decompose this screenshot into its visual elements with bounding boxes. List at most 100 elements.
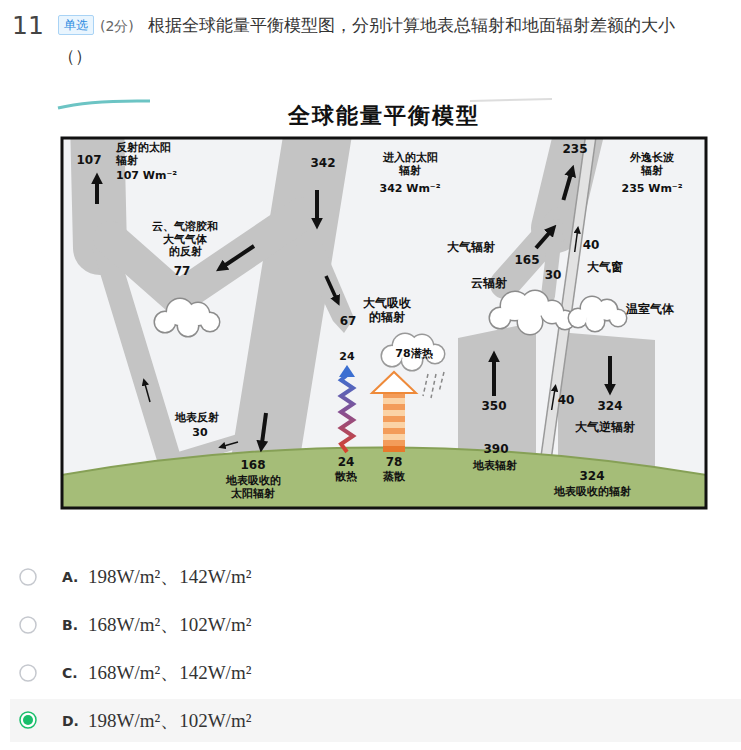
flux-value: 40 — [558, 394, 575, 408]
heat-stripe — [383, 434, 405, 440]
flux-label: 散热 — [335, 471, 357, 484]
flow-arrow — [315, 190, 319, 220]
flux-value: 390 — [483, 443, 508, 457]
flux-value: 30 — [192, 427, 207, 440]
ground — [63, 448, 705, 508]
cloud — [569, 297, 626, 331]
flux-label: 大气吸收 的辐射 — [361, 297, 413, 325]
cloud-band — [548, 226, 556, 296]
option-text: 198W/m²、102W/m² — [88, 708, 251, 734]
flow-arrow — [552, 390, 555, 410]
flux-value: 165 — [514, 254, 539, 268]
question-text: 根据全球能量平衡模型图，分别计算地表总辐射和地面辐射差额的大小 （） — [58, 15, 675, 66]
flux-label: 云辐射 — [471, 277, 507, 291]
option-text: 168W/m²、102W/m² — [88, 614, 251, 636]
incoming-band — [262, 139, 320, 480]
flux-value: 77 — [174, 265, 191, 279]
question-line: 单选 (2分)根据全球能量平衡模型图，分别计算地表总辐射和地面辐射差额的大小 （） — [58, 10, 708, 71]
cloud-puff — [610, 310, 626, 326]
cloud — [155, 299, 219, 336]
figure-frame — [62, 138, 706, 508]
flux-label: 蒸散 — [383, 471, 405, 484]
rain-line — [439, 372, 444, 392]
flow-arrow — [536, 232, 550, 248]
cloud-reflect-band — [110, 214, 302, 298]
option-text: 168W/m²、142W/m² — [88, 662, 251, 684]
flux-label: 235 Wm⁻² — [621, 183, 682, 196]
flow-arrow — [563, 174, 571, 200]
energy-bands — [63, 139, 705, 507]
flux-label: 107 Wm⁻² — [116, 170, 177, 183]
radio-button — [20, 569, 36, 585]
rain-line — [423, 374, 428, 396]
cloud-puff — [201, 313, 219, 331]
radio-button — [20, 665, 36, 681]
flow-arrow — [224, 442, 238, 446]
flux-label: 温室气体 — [626, 303, 674, 317]
flow-arrow — [492, 360, 496, 396]
option-text: 198W/m²、142W/m² — [88, 566, 251, 588]
flux-value: 324 — [597, 400, 622, 414]
flux-label: 地表反射 — [175, 412, 219, 425]
rain — [423, 372, 444, 398]
cloud-puff — [178, 316, 198, 336]
flux-value: 30 — [545, 269, 562, 283]
question-type-badge: 单选 — [58, 15, 94, 35]
flux-label: 地表辐射 — [473, 460, 517, 473]
flow-arrow — [262, 413, 266, 443]
option-letter: D. — [62, 713, 88, 729]
flux-label: 地表吸收的辐射 — [554, 486, 631, 499]
flux-label: 大气逆辐射 — [575, 421, 635, 435]
cloud-puff — [201, 313, 219, 331]
flow-arrow — [575, 232, 578, 252]
latent-heat-column — [372, 372, 416, 452]
flux-value: 78 — [386, 456, 403, 470]
flux-value: 342 — [310, 157, 335, 171]
heat-stripe — [383, 422, 405, 428]
flux-label: 大气辐射 — [447, 241, 495, 255]
cloud — [490, 291, 574, 334]
flux-value: 350 — [481, 400, 506, 414]
heat-stripe — [383, 398, 405, 404]
heat-stripe — [383, 410, 405, 416]
badge-text: 单选 — [64, 18, 88, 32]
sensible-heat-wave — [341, 375, 353, 452]
figure-title: 全球能量平衡模型 — [288, 103, 480, 128]
cloud-puff — [178, 316, 198, 336]
flux-label: 342 Wm⁻² — [379, 183, 440, 196]
cloud-puff — [610, 310, 626, 326]
flux-label: 大气窗 — [587, 261, 623, 275]
option-letter: A. — [62, 569, 78, 585]
flux-label: 外逸长波 辐射 — [627, 152, 677, 177]
heat-stripe — [383, 416, 405, 422]
heat-stripe — [383, 446, 405, 452]
question-number: 11 — [12, 12, 44, 41]
flux-value: 24 — [339, 351, 354, 364]
flow-arrow — [95, 182, 99, 204]
flow-arrow — [326, 276, 336, 298]
rain-line — [431, 374, 436, 398]
flux-label: 进入的太阳 辐射 — [379, 152, 441, 177]
sensible-heat-head — [339, 365, 355, 377]
heat-stripe — [383, 428, 405, 434]
header-stroke — [58, 101, 150, 108]
heat-stripe — [383, 404, 405, 410]
heat-arrow-head — [372, 372, 416, 393]
score-text: (2分) — [100, 18, 134, 34]
cloud-puff — [518, 310, 542, 334]
selected-option-row: D.198W/m²、102W/m² — [10, 699, 741, 742]
flux-label: 地表吸收的 太阳辐射 — [222, 475, 284, 500]
flux-label: 78潜热 — [395, 348, 432, 361]
radio-button — [20, 617, 36, 633]
flux-value: 24 — [338, 456, 355, 470]
cloud-puff — [586, 313, 604, 331]
flux-value: 67 — [340, 315, 357, 329]
flux-value: 40 — [583, 239, 600, 253]
option-letter: B. — [62, 617, 78, 633]
flux-value: 107 — [76, 154, 101, 168]
flow-arrow — [145, 384, 150, 402]
flow-arrows — [97, 174, 610, 446]
cloud-puff — [518, 310, 542, 334]
flow-arrow — [224, 246, 254, 266]
heat-stripe — [383, 440, 405, 446]
